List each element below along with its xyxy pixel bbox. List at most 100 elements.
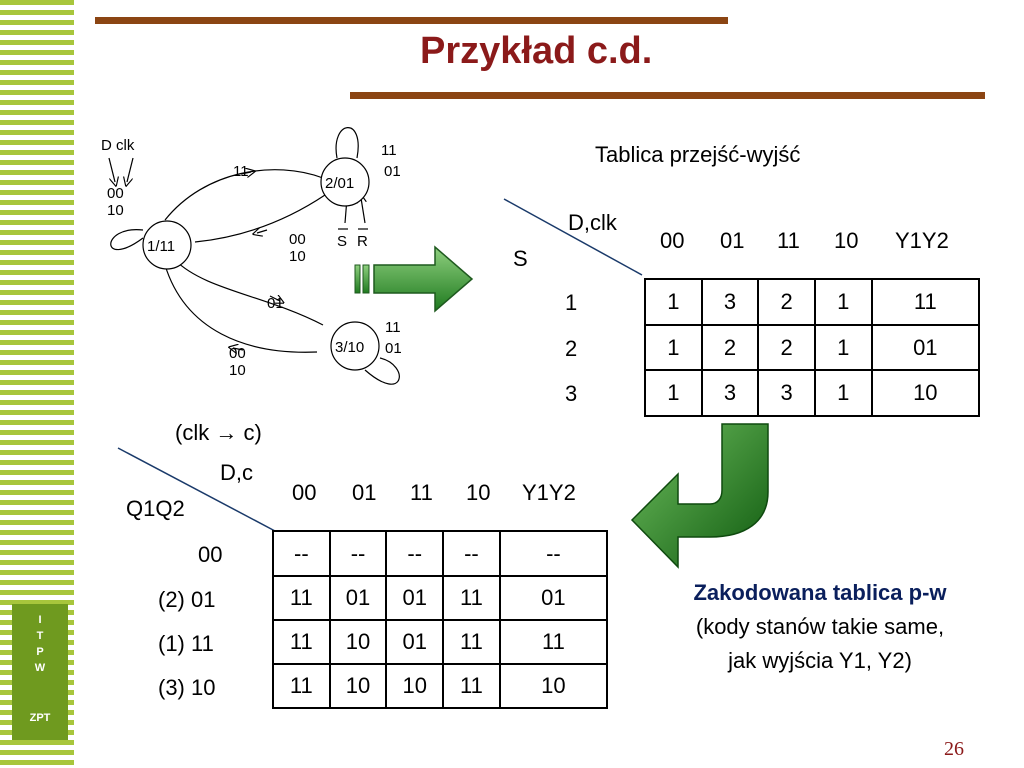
edge-label: 11 — [233, 163, 249, 180]
table2-note: (clk → c) — [175, 420, 262, 445]
table1-caption: Tablica przejść-wyjść — [595, 142, 801, 167]
input-label: D clk — [101, 137, 135, 154]
state-diagram: D clk 1/11 2/01 3/10 00 10 11 00 10 11 0… — [101, 127, 402, 385]
r-bar-label: R — [357, 233, 368, 250]
table2-row-label: (1) 11 — [158, 631, 214, 656]
table-cell: 11 — [498, 619, 609, 665]
table-row: 11 01 01 11 01 — [272, 575, 609, 621]
table-cell: 1 — [644, 369, 703, 417]
edge-label: 01 — [267, 295, 284, 312]
table2-col-header: 00 — [292, 480, 317, 505]
table2-row-label: 00 — [198, 542, 223, 567]
table-cell: 2 — [757, 324, 816, 371]
table-cell: 11 — [442, 619, 501, 665]
logo: I T P W ZPT — [12, 604, 68, 740]
state-1-label: 1/11 — [147, 238, 175, 255]
table1: 1 3 2 1 11 1 2 2 1 01 1 3 3 1 10 — [644, 278, 981, 417]
table1-col-header: 11 — [777, 228, 800, 253]
table-cell: -- — [272, 530, 331, 577]
table-cell: -- — [385, 530, 445, 577]
table-cell: 1 — [644, 324, 703, 371]
table-cell: 01 — [328, 575, 388, 621]
logo-letter: I — [38, 614, 42, 626]
table1-col-header: 01 — [720, 228, 745, 253]
curved-arrow-icon — [630, 423, 769, 569]
table-cell: 3 — [700, 278, 760, 326]
table-cell: -- — [498, 530, 609, 577]
edge-label: 01 — [384, 163, 401, 180]
edge-label: 00 — [229, 345, 246, 362]
table-cell: 3 — [700, 369, 760, 417]
edge-label: 11 — [385, 319, 401, 336]
logo-letter: T — [36, 630, 44, 642]
table-row: 1 3 2 1 11 — [644, 278, 981, 326]
s-bar-label: S — [337, 233, 347, 250]
table-row: 1 3 3 1 10 — [644, 369, 981, 417]
edge-label: 00 — [107, 185, 124, 202]
logo-letter: W — [34, 662, 46, 674]
table-cell: 01 — [870, 324, 981, 371]
table-cell: 11 — [442, 575, 501, 621]
table-cell: 1 — [813, 369, 873, 417]
table-cell: 11 — [272, 663, 331, 709]
table2-diagonal — [117, 447, 276, 532]
table1-row-label: 2 — [565, 336, 578, 361]
table-cell: 01 — [385, 575, 445, 621]
table-cell: 1 — [813, 278, 873, 326]
table-cell: 1 — [813, 324, 873, 371]
edge-label: 10 — [107, 202, 124, 219]
table-cell: 1 — [644, 278, 703, 326]
table1-col-header: Y1Y2 — [895, 228, 949, 253]
table-cell: 2 — [700, 324, 760, 371]
table2-row-label: (3) 10 — [158, 675, 216, 700]
logo-sub: ZPT — [29, 712, 51, 724]
table-cell: 10 — [385, 663, 445, 709]
caption-line: jak wyjścia Y1, Y2) — [728, 648, 912, 673]
title-underline-rule — [350, 92, 985, 99]
table2-col-header: 01 — [352, 480, 377, 505]
page-number: 26 — [944, 738, 964, 760]
table2-corner-top: D,c — [220, 460, 253, 485]
table2-row-label: (2) 01 — [158, 587, 216, 612]
table2-col-header: Y1Y2 — [522, 480, 576, 505]
logo-letter: P — [36, 646, 44, 658]
edge-label: 10 — [289, 248, 306, 265]
table1-corner-left: S — [513, 246, 528, 271]
table-cell: 10 — [328, 663, 388, 709]
table1-row-label: 1 — [565, 290, 578, 315]
table-cell: 01 — [498, 575, 609, 621]
table-cell: 11 — [442, 663, 501, 709]
table-row: 11 10 01 11 11 — [272, 619, 609, 665]
table-row: 1 2 2 1 01 — [644, 324, 981, 371]
right-arrow-icon — [354, 245, 474, 313]
edge-label: 00 — [289, 231, 306, 248]
table-cell: 10 — [870, 369, 981, 417]
table1-col-header: 00 — [660, 228, 685, 253]
caption-line: (kody stanów takie same, — [695, 614, 945, 639]
table-cell: -- — [328, 530, 388, 577]
state-2-label: 2/01 — [325, 175, 354, 192]
edge-label: 10 — [229, 362, 246, 379]
table-cell: 11 — [870, 278, 981, 326]
table2-corner-left: Q1Q2 — [126, 496, 185, 521]
table-row: 11 10 10 11 10 — [272, 663, 609, 709]
caption-bold: Zakodowana tablica p-w — [693, 580, 947, 605]
edge-label: 11 — [381, 142, 397, 159]
table-cell: 10 — [328, 619, 388, 665]
table-cell: -- — [442, 530, 501, 577]
table-cell: 10 — [498, 663, 609, 709]
table-row: -- -- -- -- -- — [272, 530, 609, 577]
table2-col-header: 11 — [410, 480, 433, 505]
table-cell: 11 — [272, 619, 331, 665]
state-3-label: 3/10 — [335, 339, 364, 356]
table2-col-header: 10 — [466, 480, 491, 505]
table2: -- -- -- -- -- 11 01 01 11 01 11 10 01 1… — [272, 530, 609, 709]
top-rule — [95, 17, 728, 24]
page-title: Przykład c.d. — [420, 30, 653, 72]
edge-label: 01 — [385, 340, 402, 357]
table1-corner-top: D,clk — [568, 210, 617, 235]
table1-row-label: 3 — [565, 381, 578, 406]
table-cell: 3 — [757, 369, 816, 417]
table1-diagonal — [503, 198, 643, 276]
table-cell: 2 — [757, 278, 816, 326]
